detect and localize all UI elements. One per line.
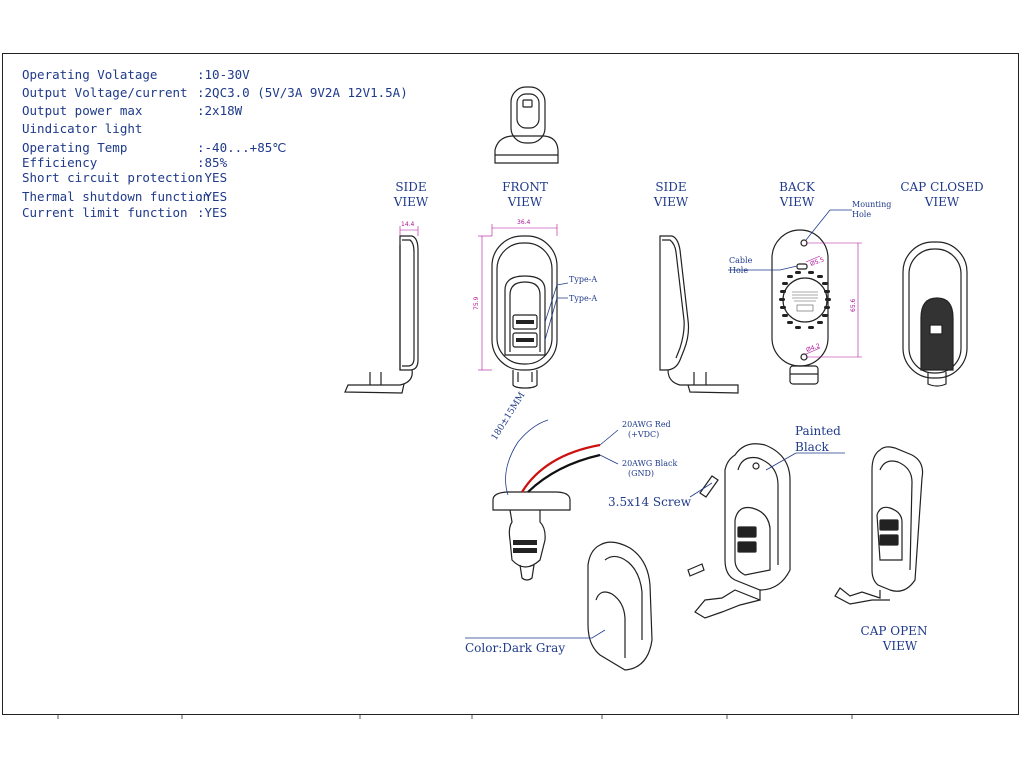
mounting-hole-leader [805, 209, 852, 241]
screw-leader [689, 482, 713, 498]
spec-output-voltage-current: Output Voltage/current:2QC3.0 (5V/3A 9V2… [22, 85, 408, 100]
side-view-1-drawing [344, 235, 419, 394]
spec-indicator-light: Uindicator light [22, 121, 143, 136]
callout-wire-red: 20AWG Red(+VDC) [622, 420, 671, 439]
cap-closed-view-drawing [902, 241, 968, 387]
wire-black [527, 453, 601, 493]
dim-hole-top: Ø5.5 [809, 256, 825, 268]
screw-drawings [687, 475, 719, 577]
spec-output-power-max: Output power max:2x18W [22, 103, 243, 118]
callout-wire-black: 20AWG Black(GND) [622, 459, 678, 478]
drawing-sheet-border [2, 53, 1019, 715]
dim-back-height: 65.6 [850, 298, 857, 312]
open-charger-assembly-drawing [694, 443, 791, 619]
sheet-footer-ticks [57, 715, 853, 719]
dim-side-width: 14.4 [401, 221, 415, 228]
dimension-lines [399, 224, 862, 371]
callout-type-a-2: Type-A [569, 294, 598, 303]
front-view-drawing [491, 235, 558, 389]
dim-front-height: 75.9 [473, 296, 480, 310]
type-a-leaders [544, 282, 569, 341]
wire-leaders [599, 429, 619, 465]
callout-color: Color:Dark Gray [465, 641, 566, 655]
spec-efficiency: Efficiency:85% [22, 155, 228, 170]
dim-front-width: 36.4 [517, 219, 531, 226]
color-leader [465, 629, 606, 639]
painted-leader [765, 452, 845, 471]
cap-open-view-drawing [834, 446, 924, 605]
side-view-2-drawing [659, 235, 739, 394]
back-view-label-lines [792, 291, 818, 312]
spec-operating-temp: Operating Temp:-40...+85℃ [22, 140, 287, 155]
cable-hole-leader [728, 265, 798, 271]
top-perspective-charger [494, 86, 559, 164]
wire-length-arc [505, 419, 549, 496]
dim-hole-bottom: Ø4.2 [805, 342, 821, 354]
spec-short-circuit-protection: Short circuit protection:YES [22, 170, 228, 185]
spec-thermal-shutdown: Thermal shutdown function:YES [22, 189, 228, 204]
wire-red [521, 443, 601, 493]
spec-current-limit: Current limit function:YES [22, 205, 228, 220]
dark-gray-perspective-drawing [587, 541, 653, 671]
callout-screw: 3.5x14 Screw [608, 495, 691, 509]
wired-assembly-drawing [492, 491, 571, 581]
callout-type-a-1: Type-A [569, 275, 598, 284]
spec-operating-voltage: Operating Volatage:10-30V [22, 67, 250, 82]
back-view-vent-ring [779, 271, 831, 329]
